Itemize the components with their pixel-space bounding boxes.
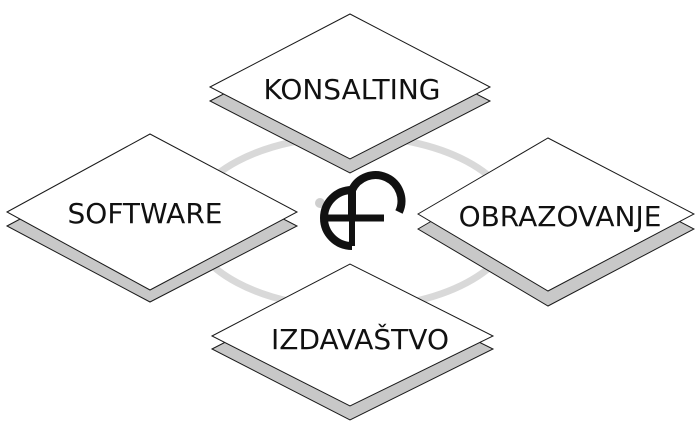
tile-software-face [5,133,299,291]
company-logo-icon [315,171,406,250]
tile-konsalting-face [208,13,492,160]
tile-izdavastvo-label: IZDAVAŠTVO [271,322,449,356]
tile-konsalting-label: KONSALTING [263,73,440,106]
tile-software: SOFTWARE [5,133,299,303]
logo-left-arc [320,186,353,250]
tile-obrazovanje-label: OBRAZOVANJE [459,200,662,233]
tile-obrazovanje: OBRAZOVANJE [417,137,695,307]
tile-konsalting: KONSALTING [208,13,492,174]
tile-obrazovanje-face [417,137,695,292]
tile-software-label: SOFTWARE [68,197,223,230]
tile-izdavastvo: IZDAVAŠTVO [210,263,495,421]
tile-izdavastvo-face [210,263,495,407]
logo-right-arc [348,171,406,218]
